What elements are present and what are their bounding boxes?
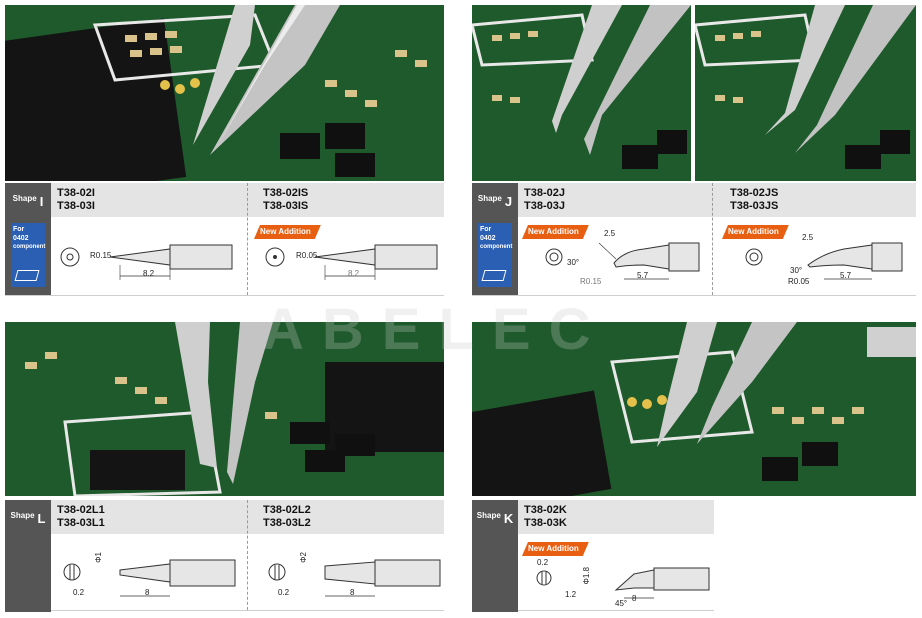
model-list: T38-02K T38-03K [524,504,567,530]
model-list: T38-02IS T38-03IS [263,187,308,213]
model-name: T38-03J [524,200,565,212]
thickness-label: 0.2 [73,588,85,597]
tip-diagram-l2 [268,559,441,597]
model-name: T38-03IS [263,200,309,212]
pcb-illustration-l [5,322,444,496]
for-0402-badge: For 0402 component [478,223,512,287]
model-name: T38-02K [524,504,567,516]
length-label: 8 [145,588,150,597]
thickness-label: 0.2 [278,588,290,597]
for0402-line2: 0402 [480,235,496,242]
model-name: T38-02IS [263,187,309,199]
model-name: T38-02I [57,187,95,199]
dim-top-label: 2.5 [604,229,616,238]
model-name: T38-03L1 [57,517,105,529]
shape-letter: L [37,511,46,526]
new-addition-badge: New Addition [254,225,321,239]
photo-shape-l [5,322,444,496]
tip-diagram-is [265,244,438,280]
for0402-line1: For [480,226,492,233]
shape-letter: K [503,511,514,526]
divider [247,500,248,610]
tip-diagram-js [745,242,903,280]
for0402-line3: component [13,244,46,250]
chip-icon [14,270,40,281]
model-name: T38-02L1 [57,504,105,516]
model-name: T38-02JS [730,187,779,199]
length-label: 8.2 [143,269,155,278]
for0402-line3: component [480,244,513,250]
panel-header [472,183,916,217]
panel-header [5,500,444,534]
radius-label: R0.05 [788,277,810,286]
pcb-illustration-i [5,5,444,181]
photo-shape-k [472,322,916,496]
tip-diagram-k [536,567,710,599]
length-label: 8 [350,588,355,597]
shape-label: Shape [10,511,35,520]
dim-top-label: 2.5 [802,233,814,242]
radius-label: R0.15 [580,277,602,286]
panel-header [5,183,444,217]
model-name: T38-03L2 [263,517,311,529]
new-addition-badge: New Addition [522,225,589,239]
angle-label: 30° [790,266,803,275]
model-name: T38-02J [524,187,565,199]
tip-diagram-i [60,244,233,280]
photo-shape-j-left [472,5,691,181]
model-name: T38-03K [524,517,567,529]
model-list: T38-02L1 T38-03L1 [57,504,105,530]
length-label: 5.7 [840,271,852,280]
length-label: 5.7 [637,271,649,280]
length-label: 8 [632,594,637,603]
length-label: 8.2 [348,269,360,278]
angle-label: 30° [567,258,580,267]
model-list: T38-02I T38-03I [57,187,95,213]
model-list: T38-02J T38-03J [524,187,565,213]
chip-icon [481,270,507,281]
radius-label: R0.05 [296,251,318,260]
model-name: T38-02L2 [263,504,311,516]
shape-label: Shape [476,511,501,520]
model-list: T38-02L2 T38-03L2 [263,504,311,530]
for0402-line2: 0402 [13,235,29,242]
angle-label: 45° [615,599,628,608]
shape-label: Shape [12,194,37,203]
width-label: 1.2 [565,590,577,599]
for-0402-badge: For 0402 component [11,223,45,287]
for0402-line1: For [13,226,25,233]
shape-label: Shape [477,194,502,203]
thickness-label: 0.2 [537,558,549,567]
phi-label: Φ1 [94,552,103,563]
model-name: T38-03JS [730,200,779,212]
radius-label: R0.15 [90,251,112,260]
pcb-illustration-k [472,322,916,496]
pcb-illustration-js [695,5,916,181]
model-name: T38-03I [57,200,95,212]
divider [247,183,248,295]
photo-shape-j-right [695,5,916,181]
model-list: T38-02JS T38-03JS [730,187,778,213]
phi-label: Φ1.8 [582,567,591,585]
photo-shape-i [5,5,444,181]
shape-letter: J [504,194,513,209]
shape-letter: I [39,194,44,209]
new-addition-badge: New Addition [722,225,789,239]
phi-label: Φ2 [299,552,308,563]
divider [712,183,713,295]
tip-diagram-j [545,242,700,280]
pcb-illustration-j [472,5,691,181]
watermark: ABELEC [262,297,609,362]
new-addition-badge: New Addition [522,542,589,556]
tip-diagram-l1 [63,559,236,597]
